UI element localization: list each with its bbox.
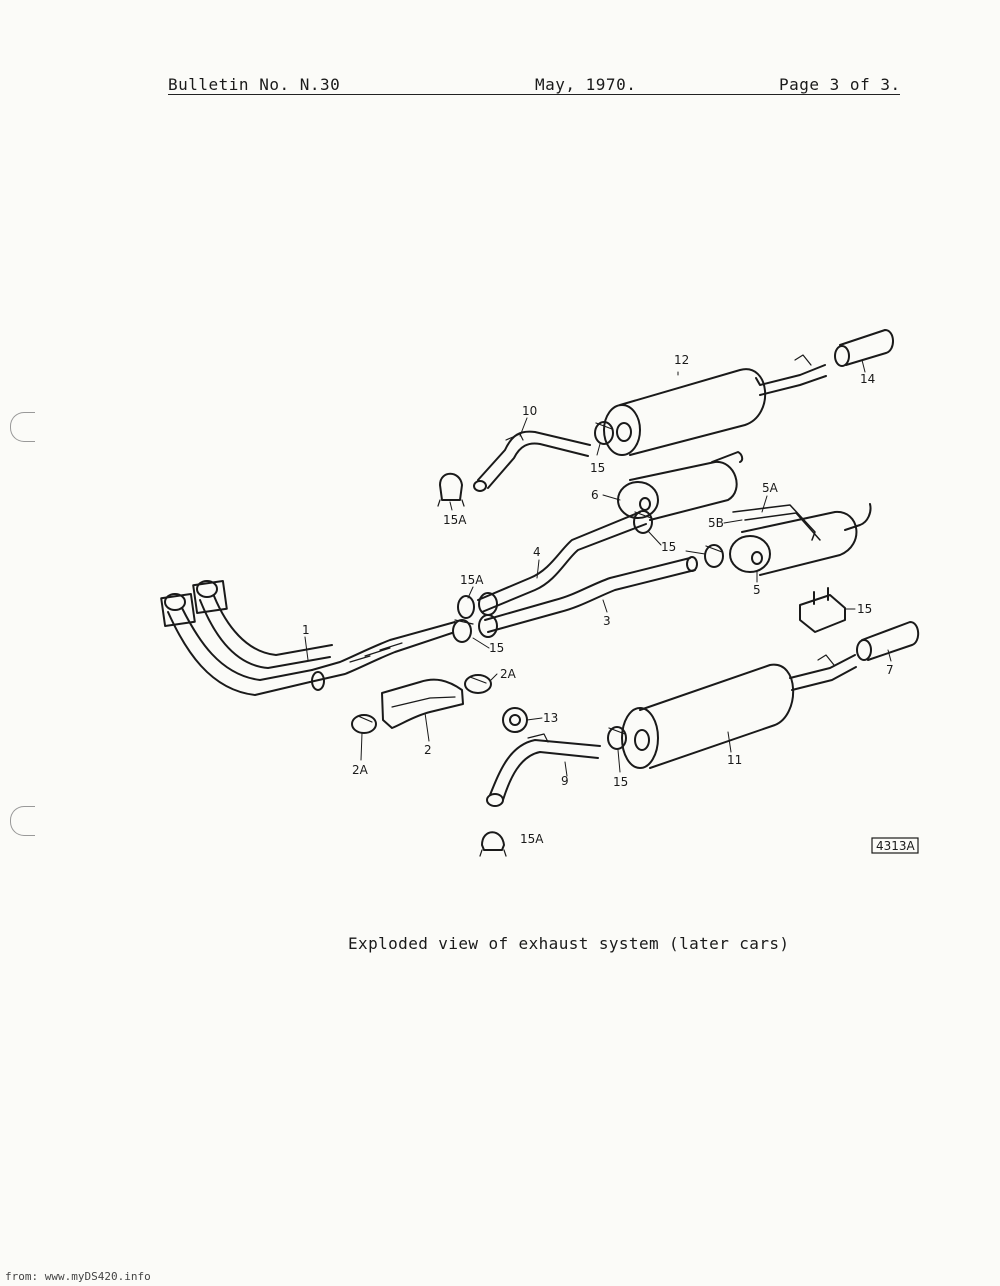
callout-2a-left: 2A (352, 763, 369, 777)
tail-trim-part-11 (856, 621, 920, 661)
callout-5a: 5A (762, 481, 779, 495)
callout-5b: 5B (708, 516, 724, 530)
page-header: Bulletin No. N.30 May, 1970. Page 3 of 3… (168, 75, 903, 97)
page-number: Page 3 of 3. (779, 75, 901, 94)
callout-leader-lines (304, 359, 892, 777)
callout-4: 4 (533, 545, 541, 559)
callout-11: 7 (886, 663, 894, 677)
callout-8: 10 (522, 404, 537, 418)
down-pipes-part-1 (160, 580, 456, 696)
callout-15a-mid: 15A (460, 573, 484, 587)
callout-7: 9 (561, 774, 569, 788)
main-silencer-part-9 (621, 654, 857, 769)
intermediate-pipe-part-4 (477, 511, 647, 613)
clip-part-2a (351, 674, 492, 734)
callout-12: 14 (860, 372, 875, 386)
callout-14: 15 (857, 602, 872, 616)
callout-2a-right: 2A (500, 667, 517, 681)
callout-1: 1 (302, 623, 310, 637)
u-bolt-clamp-part-15a (437, 472, 507, 857)
mounting-rubber-part-13 (502, 707, 528, 733)
intermediate-pipe-part-3 (484, 556, 698, 633)
callout-6: 6 (591, 488, 599, 502)
plate-number: 4313A (876, 839, 916, 853)
tail-trim-part-12 (834, 329, 894, 367)
bulletin-date: May, 1970. (535, 75, 637, 94)
callout-13: 13 (543, 711, 558, 725)
silencer-part-5 (729, 503, 872, 576)
tail-pipe-part-8 (473, 430, 591, 492)
bulletin-number: Bulletin No. N.30 (168, 75, 341, 94)
callout-15-upper: 15 (590, 461, 605, 475)
front-silencer-part-6 (617, 451, 744, 521)
header-rule (168, 94, 900, 95)
binder-hole-mark (10, 412, 35, 442)
plate-number-box: 4313A (871, 837, 919, 854)
figure-caption: Exploded view of exhaust system (later c… (348, 934, 790, 953)
source-footer: from: www.myDS420.info (5, 1270, 151, 1283)
callout-15-lower: 15 (489, 641, 504, 655)
callout-labels: 12 14 10 15 15A 6 5A 5B 15 4 15A 3 5 15 … (302, 353, 894, 846)
callout-5: 5 (753, 583, 761, 597)
callout-15a-lower: 15A (520, 832, 544, 846)
callout-15-mid: 15 (661, 540, 676, 554)
clamp-part-15 (452, 421, 724, 750)
callout-9: 11 (727, 753, 742, 767)
callout-2: 2 (424, 743, 432, 757)
bracket-part-14 (799, 587, 846, 633)
heat-shield-part-2 (381, 678, 464, 729)
binder-hole-mark (10, 806, 35, 836)
tail-pipe-part-7 (486, 733, 601, 807)
callout-15-bottom: 15 (613, 775, 628, 789)
callout-15a-upper: 15A (443, 513, 467, 527)
callout-3: 3 (603, 614, 611, 628)
main-silencer-part-10 (603, 354, 827, 456)
callout-10: 12 (674, 353, 689, 367)
